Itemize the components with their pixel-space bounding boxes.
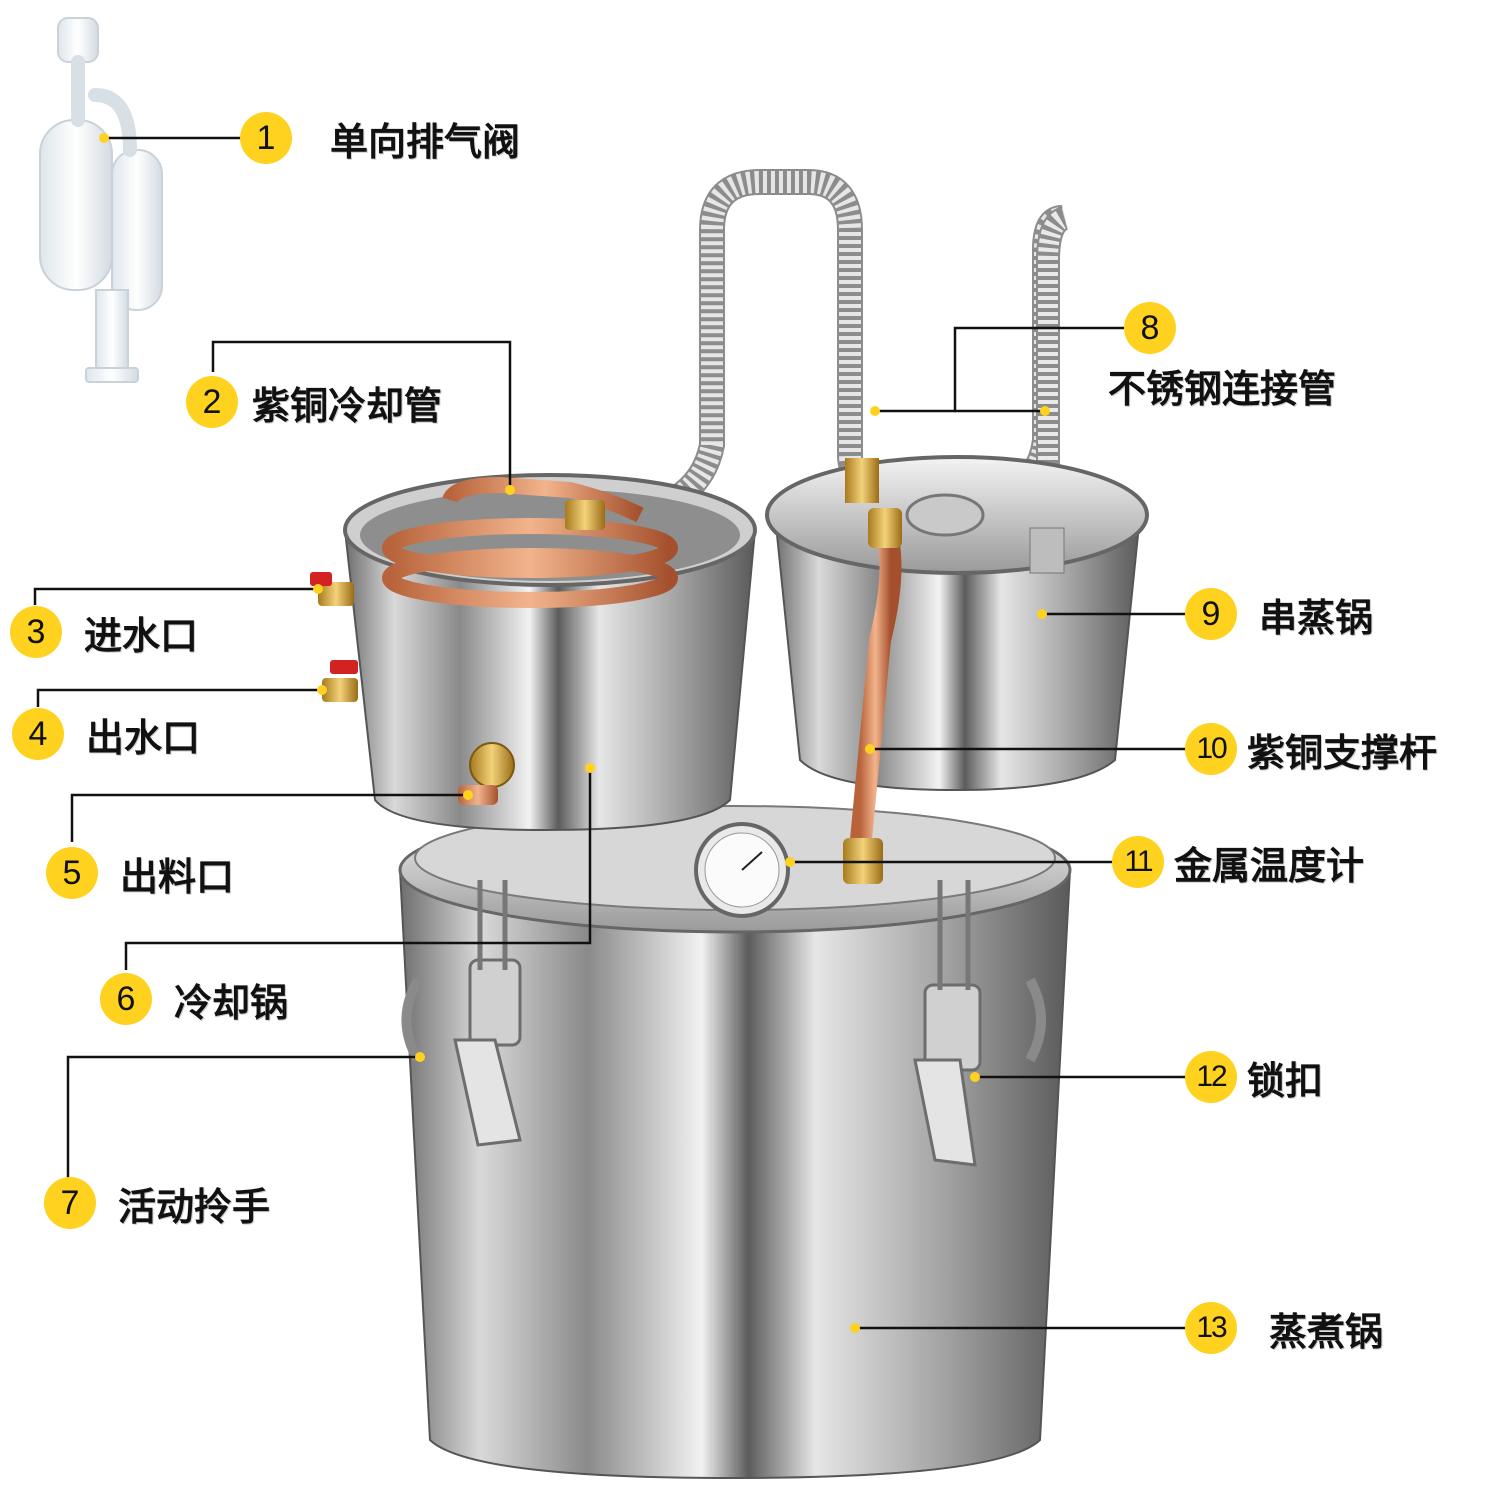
- callout-10: 10 紫铜支撑杆: [1185, 721, 1437, 777]
- callout-number: 10: [1185, 723, 1237, 775]
- callout-label: 进水口: [84, 613, 199, 658]
- callout-label: 冷却锅: [174, 980, 289, 1025]
- callout-5: 5 出料口: [46, 845, 234, 901]
- callout-label: 串蒸锅: [1259, 595, 1374, 640]
- callout-number: 1: [240, 112, 292, 164]
- leader-dots: [99, 133, 1050, 1333]
- callout-label: 出水口: [86, 715, 201, 760]
- distiller-still-icon: [310, 169, 1149, 1480]
- callout-6: 6 冷却锅: [100, 971, 288, 1027]
- callout-label: 锁扣: [1247, 1058, 1324, 1103]
- callout-label: 金属温度计: [1174, 843, 1365, 888]
- callout-9: 9 串蒸锅: [1185, 586, 1373, 642]
- callout-number: 6: [100, 973, 152, 1025]
- callout-number: 11: [1112, 836, 1164, 888]
- callout-1: 1 单向排气阀: [240, 110, 520, 166]
- callout-number: 9: [1185, 588, 1237, 640]
- callout-label: 出料口: [120, 854, 235, 899]
- callout-number: 13: [1185, 1302, 1237, 1354]
- leader-lines: [33, 136, 1185, 1330]
- callout-7: 7 活动拎手: [44, 1175, 270, 1231]
- airlock-valve-icon: [39, 17, 163, 383]
- callout-number: 8: [1124, 302, 1176, 354]
- callout-number: 7: [44, 1177, 96, 1229]
- callout-label: 单向排气阀: [330, 119, 521, 164]
- callout-label: 蒸煮锅: [1269, 1309, 1384, 1354]
- callout-label: 紫铜冷却管: [252, 383, 443, 428]
- callout-12: 12 锁扣: [1185, 1049, 1323, 1105]
- callout-11: 11 金属温度计: [1112, 834, 1364, 890]
- callout-13: 13 蒸煮锅: [1185, 1300, 1383, 1356]
- callout-label: 活动拎手: [118, 1184, 271, 1229]
- callout-number: 3: [10, 606, 62, 658]
- callout-number: 2: [186, 376, 238, 428]
- callout-number: 4: [12, 708, 64, 760]
- callout-label: 紫铜支撑杆: [1247, 730, 1438, 775]
- callout-label: 不锈钢连接管: [1108, 366, 1337, 411]
- callout-8-number: 8: [1124, 300, 1176, 356]
- callout-3: 3 进水口: [10, 604, 198, 660]
- callout-4: 4 出水口: [12, 706, 200, 762]
- callout-2: 2 紫铜冷却管: [186, 374, 442, 430]
- callout-number: 5: [46, 847, 98, 899]
- callout-number: 12: [1185, 1051, 1237, 1103]
- callout-8-text: 不锈钢连接管: [1108, 357, 1336, 413]
